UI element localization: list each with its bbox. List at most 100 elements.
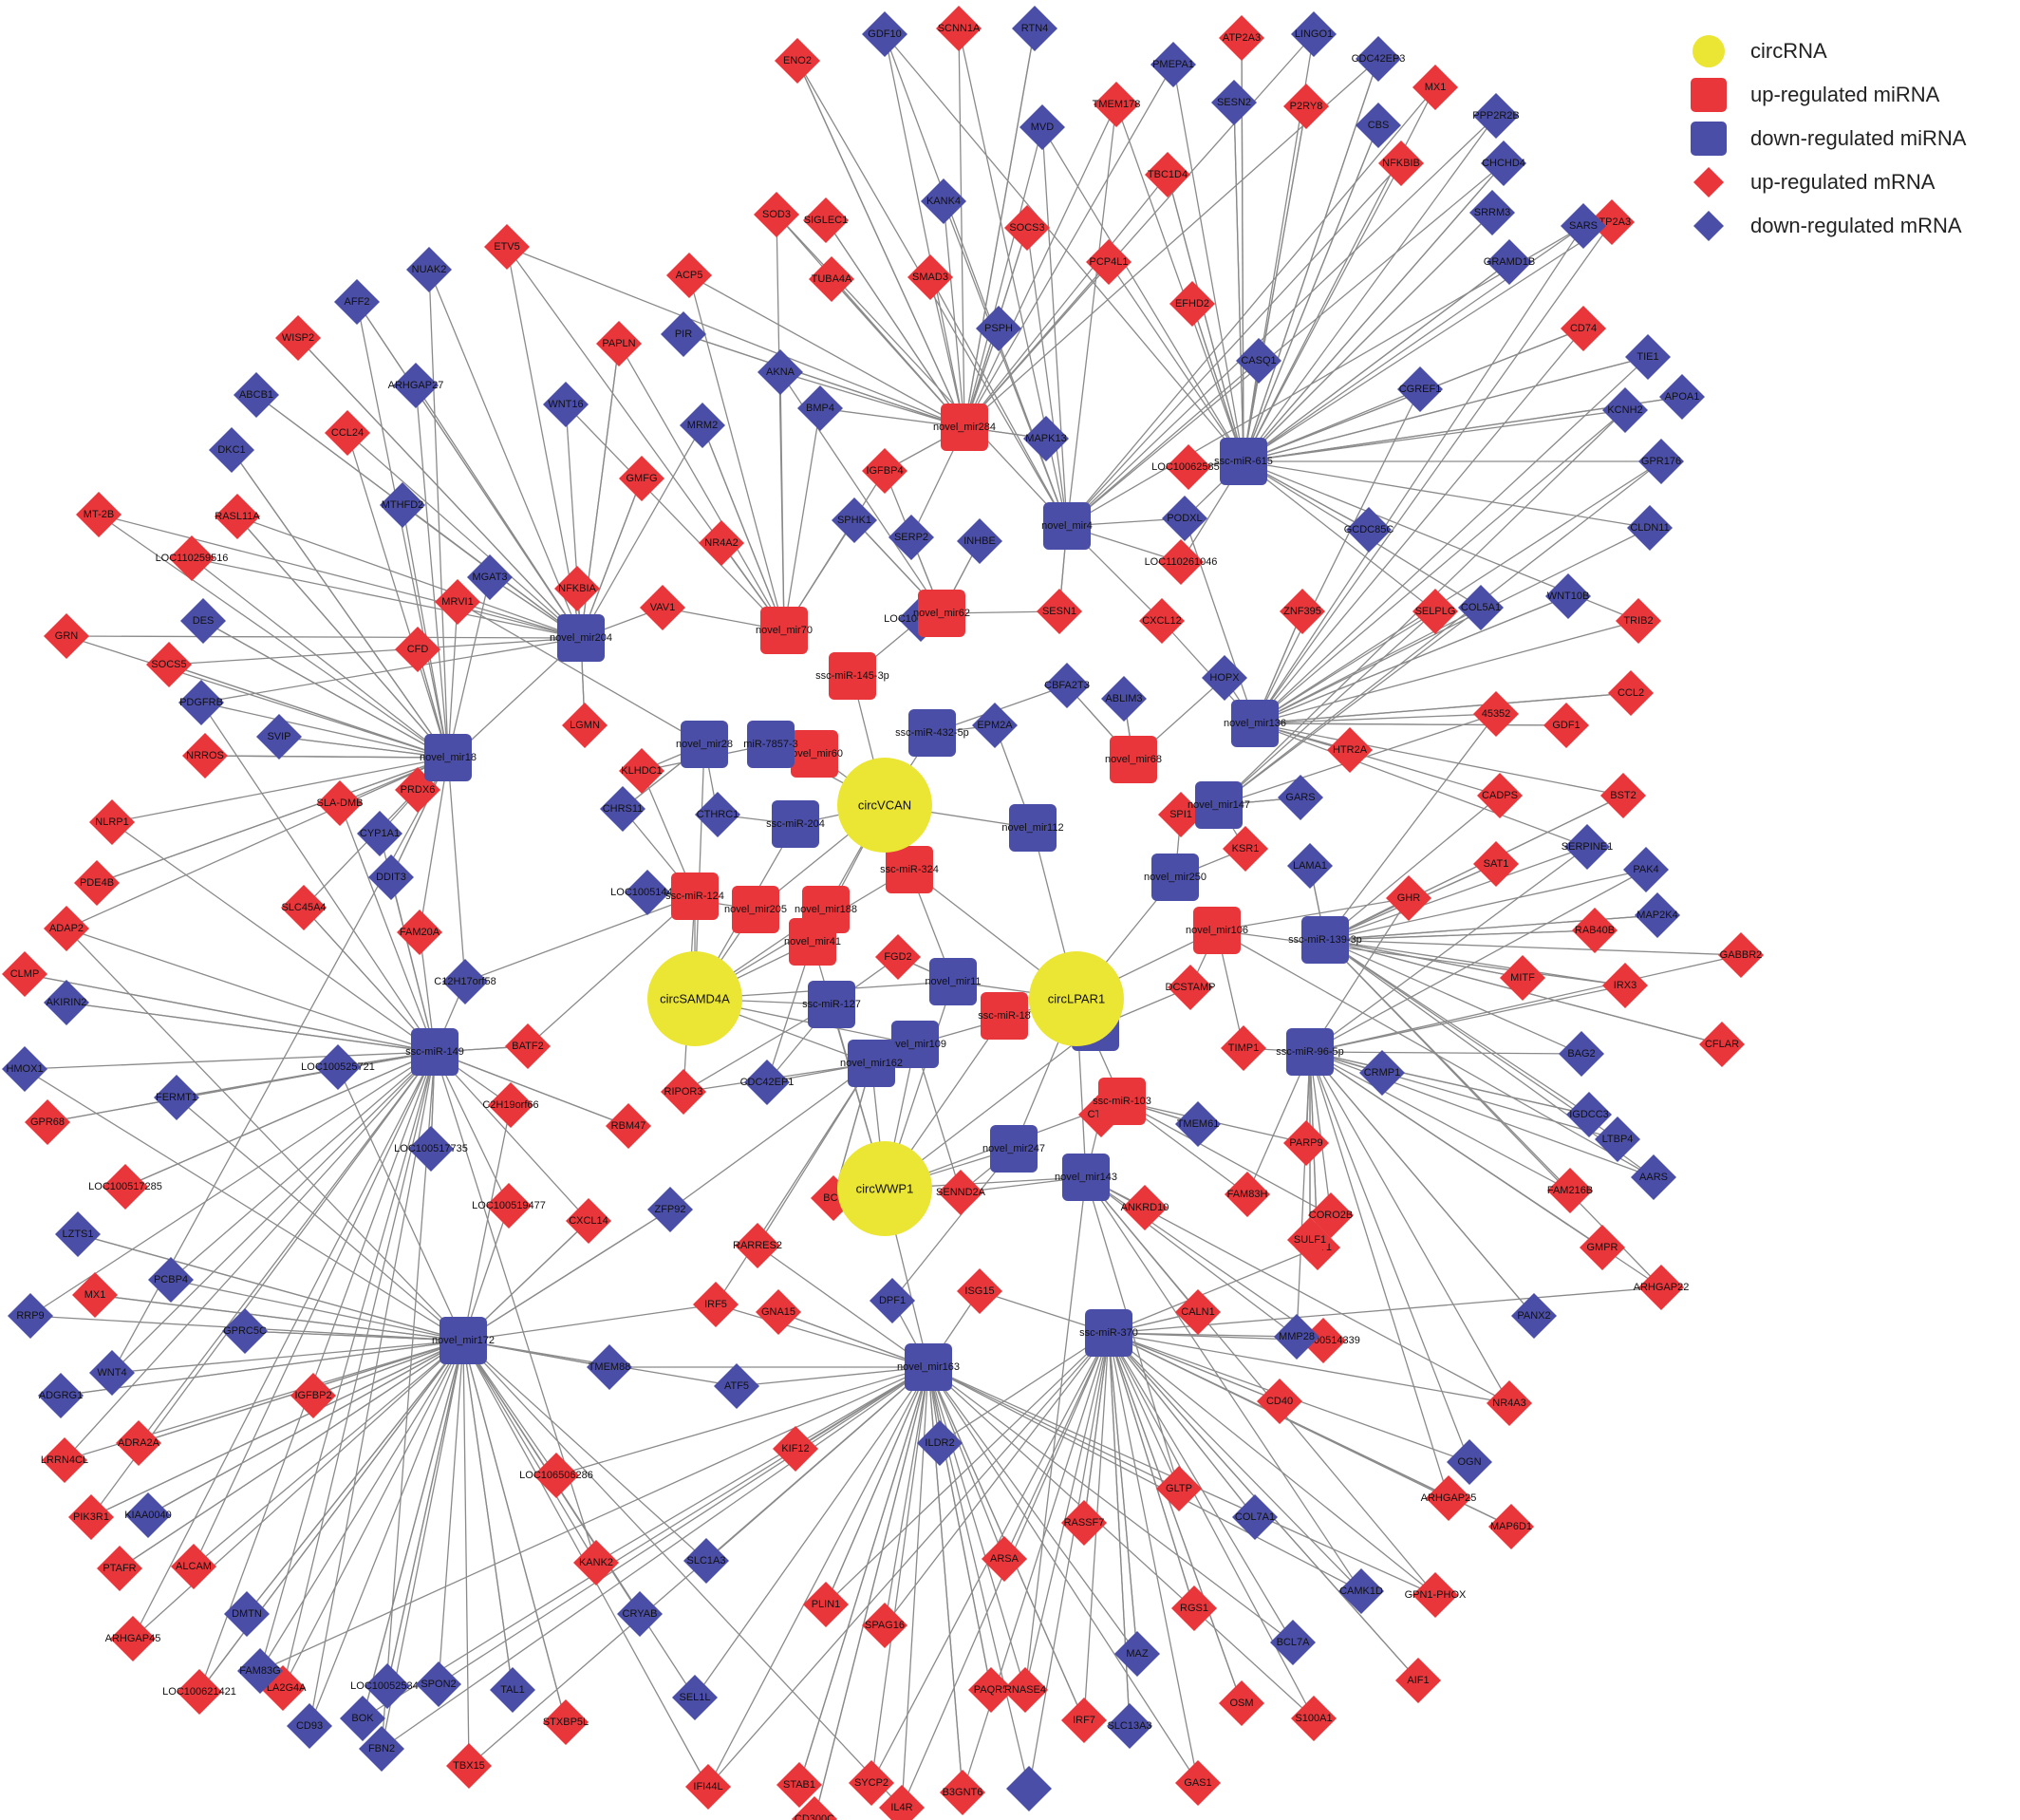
mirna-node[interactable]: novel_mir205 <box>724 886 787 933</box>
mrna-node[interactable]: PAK4 <box>1623 847 1669 892</box>
mrna-node[interactable]: KSR1 <box>1223 826 1268 872</box>
mrna-node[interactable]: KCNH2 <box>1602 387 1648 433</box>
mrna-node[interactable]: PAPLN <box>596 321 642 366</box>
mrna-node[interactable]: PODXL <box>1162 496 1207 541</box>
mirna-node[interactable]: novel_mir143 <box>1055 1154 1117 1201</box>
mrna-node[interactable]: NR4A3 <box>1487 1380 1532 1426</box>
mirna-node[interactable]: novel_mir204 <box>550 614 612 662</box>
mrna-node[interactable]: CFLAR <box>1699 1022 1745 1067</box>
mrna-node[interactable]: MT-2B <box>76 492 122 537</box>
mrna-node[interactable]: CLDN11 <box>1627 505 1673 551</box>
mrna-node[interactable]: RASSF7 <box>1061 1500 1107 1546</box>
mrna-node[interactable]: PANX2 <box>1511 1293 1557 1339</box>
mrna-node[interactable]: KIAA0040 <box>124 1492 172 1538</box>
mrna-node[interactable]: CXCL12 <box>1139 598 1185 644</box>
mrna-node[interactable]: RNASE4 <box>1002 1667 1048 1713</box>
mrna-node[interactable]: SPON2 <box>416 1661 461 1707</box>
mrna-node[interactable]: STXBP5L <box>543 1699 589 1745</box>
mrna-node[interactable]: ZNF395 <box>1280 589 1325 634</box>
mrna-node[interactable]: GMFG <box>619 456 664 501</box>
mrna-node[interactable]: WNT16 <box>543 382 589 427</box>
mrna-node[interactable]: ABCB1 <box>234 372 279 418</box>
mrna-node[interactable]: RGS1 <box>1171 1585 1217 1631</box>
mrna-node[interactable]: IRF5 <box>693 1282 739 1327</box>
mrna-node[interactable]: KANK2 <box>573 1540 619 1585</box>
mrna-node[interactable]: CBS <box>1356 103 1401 148</box>
mrna-node[interactable]: RRP9 <box>8 1293 53 1339</box>
mrna-node[interactable]: ARHGAP25 <box>1421 1475 1477 1521</box>
mirna-node[interactable]: ssc-miR-370 <box>1079 1309 1138 1357</box>
mirna-node[interactable]: ssc-miR-615 <box>1214 438 1273 485</box>
mrna-node[interactable]: GRN <box>44 613 89 659</box>
mrna-node[interactable]: IRF7 <box>1061 1698 1107 1743</box>
mrna-node[interactable]: LOC100517285 <box>88 1164 162 1210</box>
mrna-node[interactable]: CAMK1D <box>1338 1568 1384 1614</box>
mrna-node[interactable]: RIPOR3 <box>661 1069 706 1115</box>
mirna-node[interactable]: novel_mir163 <box>897 1343 960 1391</box>
mrna-node[interactable]: PDGFRB <box>178 680 224 725</box>
mrna-node[interactable]: TMEM61 <box>1175 1101 1221 1147</box>
mrna-node[interactable]: CCL24 <box>325 410 370 456</box>
mrna-node[interactable]: EFHD2 <box>1169 281 1215 327</box>
mrna-node[interactable]: LOC110261046 <box>1145 539 1218 585</box>
mrna-node[interactable]: MVD <box>1019 104 1065 150</box>
mrna-node[interactable]: SERP2 <box>888 515 934 560</box>
mrna-node[interactable]: KLHDC1 <box>619 748 664 794</box>
mrna-node[interactable]: CALN1 <box>1175 1289 1221 1335</box>
mrna-node[interactable]: ADRA2A <box>116 1420 161 1466</box>
mrna-node[interactable]: TUBA4A <box>809 256 854 302</box>
mrna-node[interactable]: PSPH <box>976 306 1021 351</box>
mrna-node[interactable]: ILDR2 <box>917 1420 963 1466</box>
mrna-node[interactable]: ANKRD10 <box>1121 1185 1169 1230</box>
mrna-node[interactable]: VAV1 <box>640 585 685 630</box>
mrna-node[interactable]: CRYAB <box>617 1591 663 1637</box>
mrna-node[interactable]: ISG15 <box>957 1268 1002 1314</box>
mrna-node[interactable]: FAM20A <box>397 910 442 955</box>
mirna-node[interactable]: novel_mir284 <box>933 403 996 451</box>
mrna-node[interactable]: BCL7A <box>1270 1620 1316 1665</box>
mrna-node[interactable]: SELPLG <box>1412 589 1458 634</box>
mrna-node[interactable]: LGMN <box>562 703 608 748</box>
mrna-node[interactable]: S100A1 <box>1291 1696 1337 1741</box>
mrna-node[interactable]: SCNN1A <box>936 6 982 51</box>
mrna-node[interactable]: CD40 <box>1257 1379 1302 1424</box>
mrna-node[interactable]: ADGRG1 <box>38 1373 84 1418</box>
mrna-node[interactable]: MMP28 <box>1274 1314 1319 1360</box>
mirna-node[interactable]: ssc-miR-103 <box>1093 1078 1151 1125</box>
mrna-node[interactable]: ARHGAP27 <box>388 363 444 408</box>
circrna-node[interactable]: circSAMD4A <box>647 951 742 1046</box>
mrna-node[interactable]: GHR <box>1386 875 1431 921</box>
mrna-node[interactable]: GPR68 <box>25 1099 70 1145</box>
mrna-node[interactable]: P2RY8 <box>1283 84 1329 129</box>
mrna-node[interactable]: GARS <box>1278 775 1323 820</box>
mrna-node[interactable]: MX1 <box>1412 65 1458 110</box>
circrna-node[interactable]: circLPAR1 <box>1029 951 1124 1046</box>
mrna-node[interactable]: GPR176 <box>1638 439 1684 484</box>
mrna-node[interactable]: ATP2A3 <box>1219 15 1264 61</box>
mrna-node[interactable]: PARP9 <box>1283 1120 1329 1166</box>
mrna-node[interactable]: ETV5 <box>484 224 530 270</box>
mrna-node[interactable]: NFKBIB <box>1378 141 1424 186</box>
mirna-node[interactable]: novel_mir28 <box>676 721 733 768</box>
mrna-node[interactable]: EPM2A <box>972 703 1018 748</box>
mrna-node[interactable]: CHRS11 <box>600 786 645 832</box>
mirna-node[interactable]: ssc-miR-204 <box>766 800 825 848</box>
mrna-node[interactable]: CD300C <box>792 1796 837 1820</box>
mirna-node[interactable]: novel_mir60 <box>786 730 843 778</box>
mrna-node[interactable]: FBN2 <box>359 1726 404 1772</box>
mrna-node[interactable]: ARSA <box>982 1536 1027 1582</box>
mrna-node[interactable]: NUAK2 <box>406 247 452 292</box>
mrna-node[interactable]: OGN <box>1447 1439 1492 1485</box>
circrna-node[interactable]: circVCAN <box>837 758 932 853</box>
mrna-node[interactable]: KANK4 <box>921 178 966 224</box>
mrna-node[interactable]: AFF2 <box>334 279 380 325</box>
mrna-node[interactable]: SLC45A4 <box>281 885 327 930</box>
mrna-node[interactable]: GAS1 <box>1175 1760 1221 1806</box>
mrna-node[interactable]: WNT10B <box>1545 573 1591 619</box>
mrna-node[interactable]: PIR <box>661 311 706 357</box>
mrna-node[interactable]: IGDCC3 <box>1566 1092 1612 1137</box>
mrna-node[interactable]: SPHK1 <box>832 497 877 543</box>
mrna-node[interactable]: DKC1 <box>209 427 254 473</box>
mirna-node[interactable]: novel_mir147 <box>1188 781 1250 829</box>
mrna-node[interactable]: LOC100514494 <box>610 870 684 915</box>
